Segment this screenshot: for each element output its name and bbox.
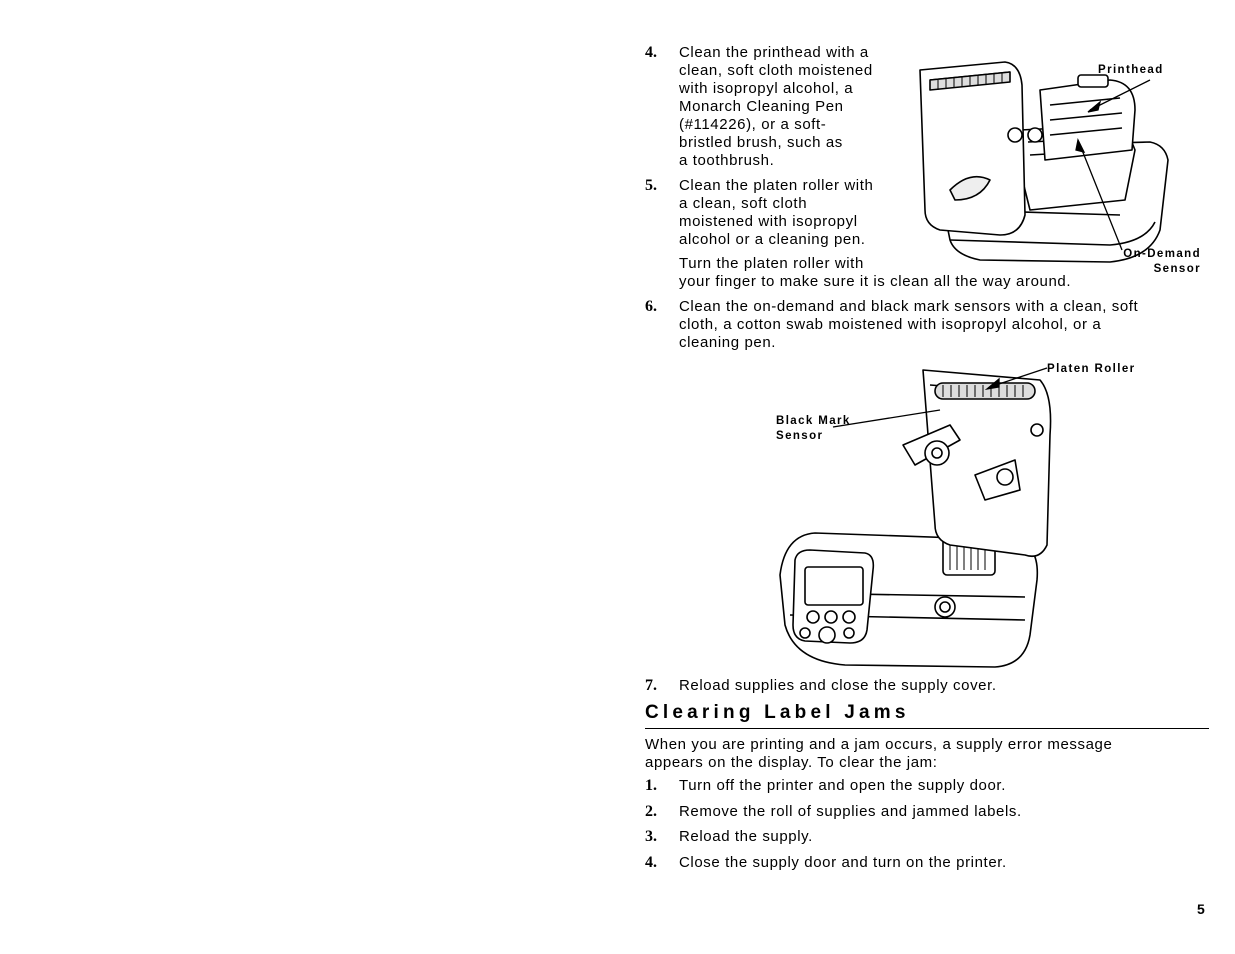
step-text: Reload supplies and close the supply cov… xyxy=(679,677,997,694)
heading-rule xyxy=(645,728,1209,729)
on-demand-sensor-label: On-Demand Sensor xyxy=(1123,248,1201,275)
step-number: 5. xyxy=(645,177,657,194)
section-heading: Clearing Label Jams xyxy=(645,702,910,723)
step-text: Close the supply door and turn on the pr… xyxy=(679,854,1007,871)
step-text: Remove the roll of supplies and jammed l… xyxy=(679,803,1022,820)
step-number: 3. xyxy=(645,828,657,845)
page-number: 5 xyxy=(1197,901,1205,917)
section-intro: When you are printing and a jam occurs, … xyxy=(645,736,1113,771)
step-text: Clean the platen roller with a clean, so… xyxy=(679,177,874,248)
printer-open-cover-illustration xyxy=(779,367,1052,668)
step-text: Clean the on-demand and black mark senso… xyxy=(679,298,1139,351)
step-number: 2. xyxy=(645,803,657,820)
step-text: Clean the printhead with a clean, soft c… xyxy=(679,44,873,169)
step-number: 1. xyxy=(645,777,657,794)
printhead-label: Printhead xyxy=(1098,64,1164,76)
step-number: 6. xyxy=(645,298,657,315)
platen-roller-label: Platen Roller xyxy=(1047,363,1136,375)
step-number: 7. xyxy=(645,677,657,694)
printer-open-lid-illustration xyxy=(919,61,1169,263)
black-mark-sensor-label: Black Mark Sensor xyxy=(776,415,851,442)
step-text: Turn the platen roller with your finger … xyxy=(679,255,1072,290)
step-number: 4. xyxy=(645,854,657,871)
step-text: Reload the supply. xyxy=(679,828,813,845)
step-number: 4. xyxy=(645,44,657,61)
step-text: Turn off the printer and open the supply… xyxy=(679,777,1006,794)
